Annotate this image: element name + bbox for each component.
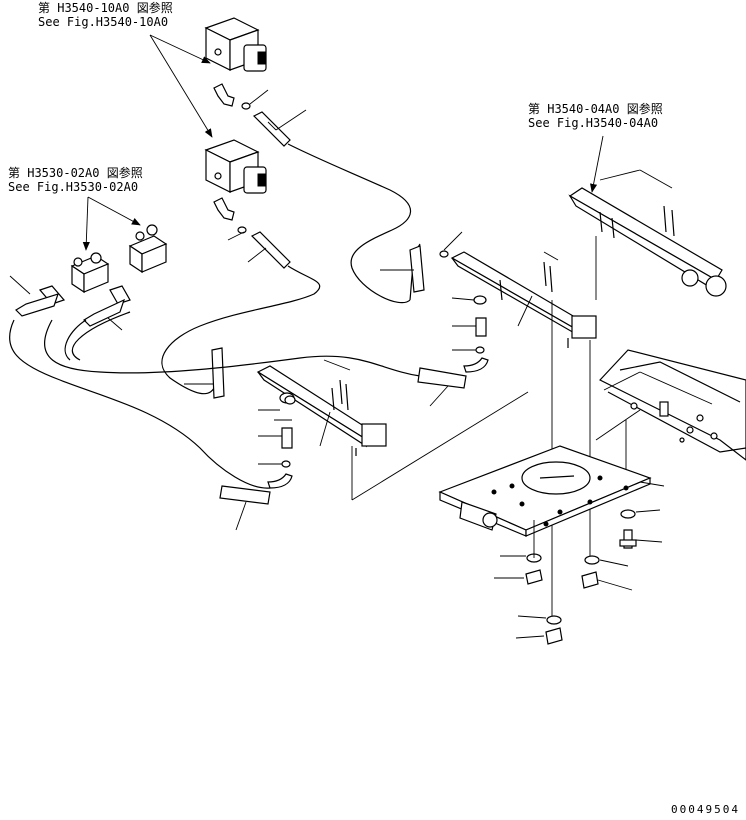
washer-lower-b: [284, 395, 296, 405]
callout-ref-right-en: See Fig.H3540-04A0: [528, 116, 659, 130]
callout-ref-right-jp: 第 H3540-04A0 図参照: [528, 102, 663, 116]
hose-middle: [161, 231, 321, 399]
o-ring-lower: [237, 226, 247, 234]
solenoid-valve-upper: [204, 17, 267, 72]
pilot-valve-left: [70, 252, 110, 294]
washer-middle-a: [473, 295, 487, 305]
hardware-right: [581, 509, 663, 591]
o-ring-middle-top: [439, 250, 449, 258]
pilot-valve-right: [128, 224, 168, 274]
grease-manifold-middle: [450, 251, 597, 348]
hose-upper: [252, 109, 425, 304]
grease-fitting-middle: [475, 317, 487, 337]
callout-ref-top: 第 H3540-10A0 図参照 See Fig.H3540-10A0: [38, 1, 173, 29]
elbow-fitting-upper: [213, 83, 235, 107]
hose-nozzle-left-b: [64, 285, 131, 361]
callout-ref-right: 第 H3540-04A0 図参照 See Fig.H3540-04A0: [528, 102, 663, 130]
callout-ref-top-jp: 第 H3540-10A0 図参照: [38, 1, 173, 15]
mounting-plate: [438, 445, 665, 537]
o-ring-lower-b: [281, 460, 291, 468]
callout-ref-top-en: See Fig.H3540-10A0: [38, 15, 169, 29]
solenoid-valve-lower: [204, 139, 267, 194]
grease-fitting-lower: [281, 427, 293, 449]
o-ring-middle: [475, 346, 485, 354]
grease-manifold-upper: [568, 169, 727, 297]
hardware-left: [494, 520, 543, 585]
o-ring-upper: [241, 102, 251, 110]
grease-manifold-lower: [256, 359, 387, 456]
elbow-fitting-lower: [213, 197, 235, 221]
hardware-center: [515, 615, 563, 645]
frame-section: [595, 349, 746, 461]
callout-ref-left-jp: 第 H3530-02A0 図参照: [8, 166, 143, 180]
callout-ref-left: 第 H3530-02A0 図参照 See Fig.H3530-02A0: [8, 166, 143, 194]
drawing-number: 00049504: [671, 803, 740, 816]
callout-ref-left-en: See Fig.H3530-02A0: [8, 180, 139, 194]
reference-arrows: [82, 34, 604, 251]
hose-long: [44, 311, 489, 407]
hose-left: [9, 319, 293, 531]
hose-nozzle-left-a: [9, 275, 66, 317]
leader-lines: [351, 236, 627, 620]
